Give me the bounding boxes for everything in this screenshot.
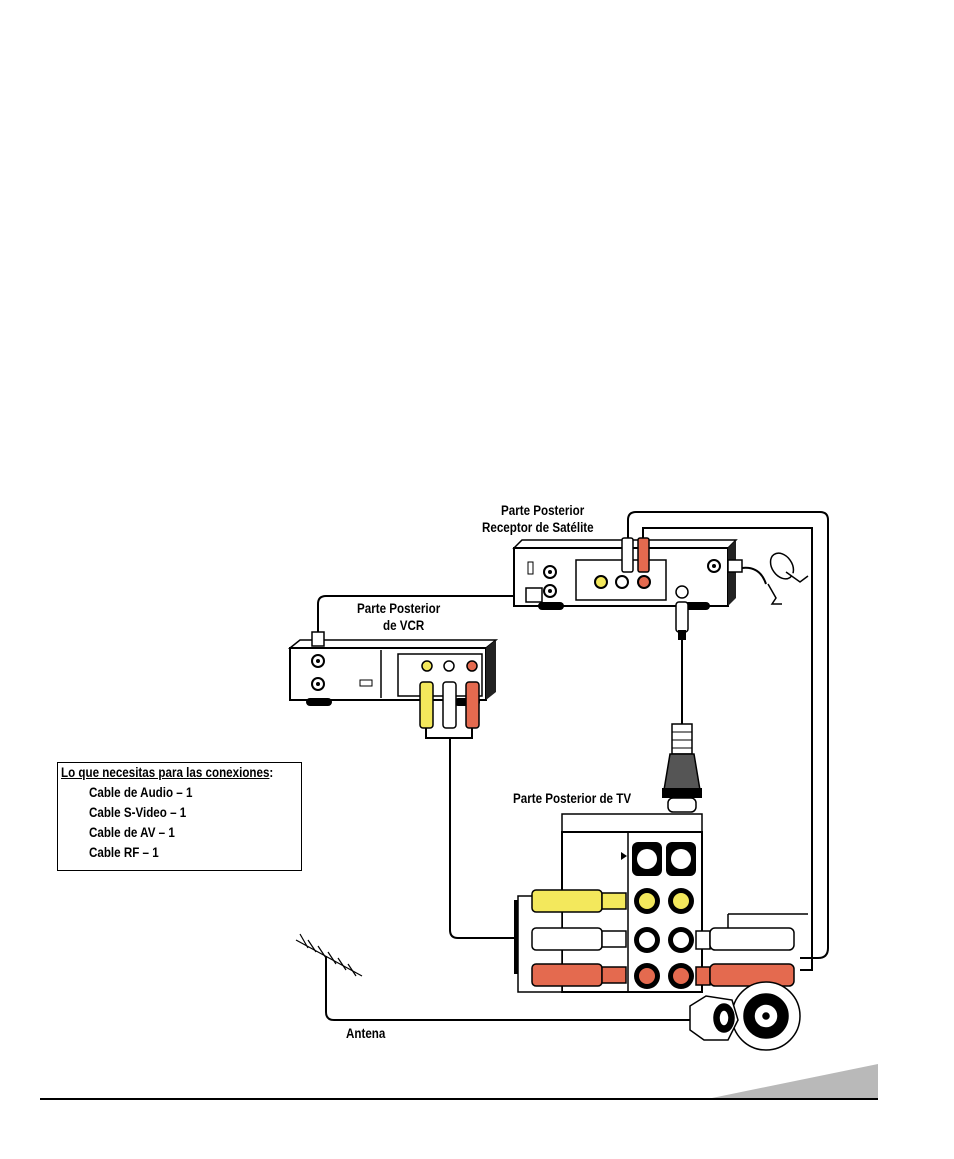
satellite-dish-icon xyxy=(767,552,809,605)
dish-cable xyxy=(741,566,767,585)
requirements-box: Lo que necesitas para las conexiones: Ca… xyxy=(57,762,302,871)
satellite-audio-cable xyxy=(627,511,829,959)
bottom-rule xyxy=(40,1098,878,1100)
satellite-receiver xyxy=(512,537,743,610)
tv-audio-plugs xyxy=(695,914,795,987)
satellite-audio-cable-b xyxy=(642,527,813,971)
tv-rf-connector xyxy=(689,981,801,1051)
requirement-item: Cable de Audio – 1 xyxy=(89,785,193,800)
satellite-back-label-line1: Parte Posterior xyxy=(501,503,585,518)
requirement-item: Cable de AV – 1 xyxy=(89,825,175,840)
requirement-item: Cable RF – 1 xyxy=(89,845,159,860)
requirement-item: Cable S-Video – 1 xyxy=(89,805,187,820)
antenna-cable xyxy=(325,986,690,1021)
tv-input-plugs xyxy=(514,889,627,987)
svideo-plug-large xyxy=(662,723,702,813)
satellite-back-label-line2: Receptor de Satélite xyxy=(482,520,594,535)
av-cable-vcr-tv xyxy=(449,738,530,939)
requirements-title: Lo que necesitas para las conexiones: xyxy=(61,765,274,780)
antenna-label: Antena xyxy=(346,1026,386,1041)
rf-cable-vcr-satellite xyxy=(317,595,528,640)
vcr-back-label-line2: de VCR xyxy=(383,618,425,633)
antenna-icon xyxy=(295,933,363,990)
vcr-back-label-line1: Parte Posterior xyxy=(357,601,441,616)
svideo-plug-small xyxy=(675,585,689,640)
cables xyxy=(317,511,829,1021)
tv-back-label: Parte Posterior de TV xyxy=(513,791,632,806)
vcr xyxy=(287,631,499,739)
